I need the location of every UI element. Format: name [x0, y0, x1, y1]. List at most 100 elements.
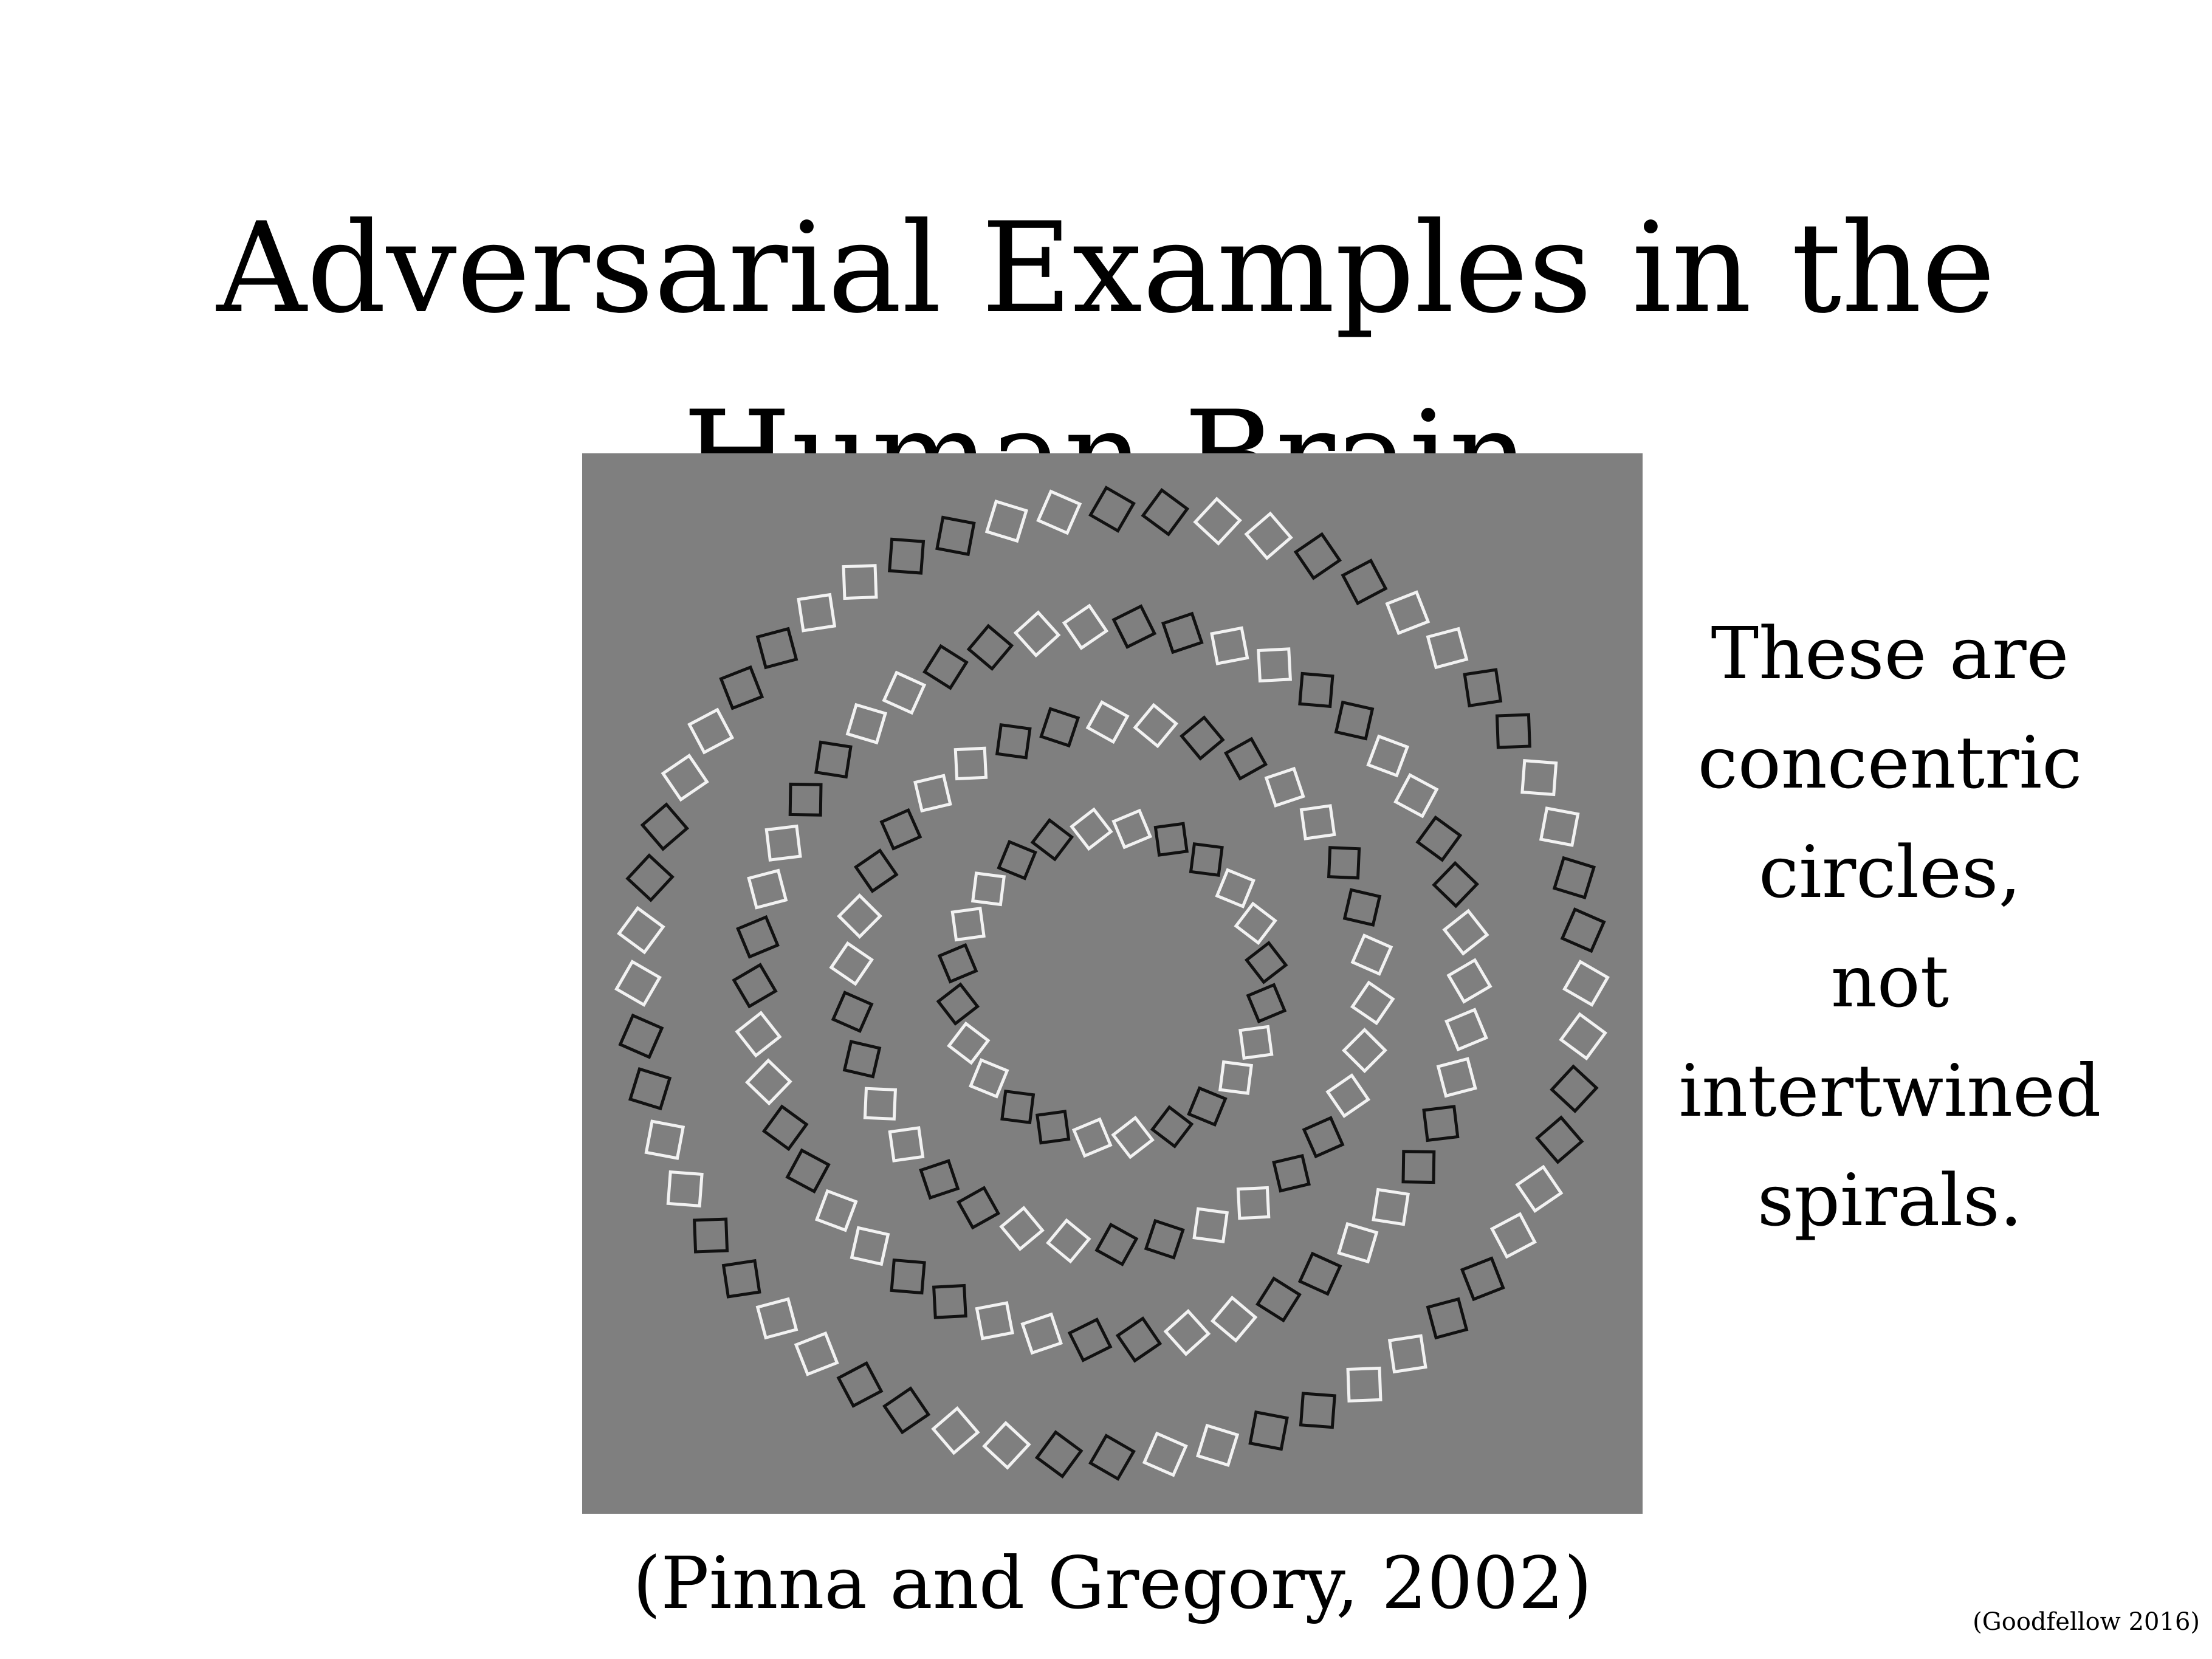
dark-outlined-square — [1141, 488, 1190, 537]
light-outlined-square — [969, 1058, 1009, 1099]
dark-outlined-square — [890, 1258, 926, 1295]
dark-outlined-square — [721, 1259, 761, 1299]
light-outlined-square — [1299, 804, 1336, 840]
light-outlined-square — [794, 1331, 839, 1376]
dark-outlined-square — [1272, 1153, 1311, 1193]
dark-outlined-square — [755, 627, 799, 670]
light-outlined-square — [1192, 1207, 1229, 1244]
dark-outlined-square — [1150, 1105, 1194, 1149]
slide-title-line: Adversarial Examples in the — [216, 196, 1996, 342]
light-outlined-square — [950, 907, 986, 942]
light-outlined-square — [1444, 1008, 1488, 1052]
dark-outlined-square — [1244, 941, 1288, 984]
dark-outlined-square — [1030, 818, 1074, 862]
dark-outlined-square — [1180, 715, 1225, 761]
dark-outlined-square — [922, 644, 969, 690]
light-outlined-square — [947, 1021, 991, 1065]
light-outlined-square — [1163, 1309, 1211, 1356]
light-outlined-square — [1366, 734, 1410, 778]
light-outlined-square — [837, 893, 882, 939]
light-outlined-square — [1264, 766, 1305, 808]
dark-outlined-square — [1039, 707, 1080, 748]
dark-outlined-square — [1550, 1064, 1599, 1113]
light-outlined-square — [666, 1170, 704, 1207]
dark-outlined-square — [836, 1361, 884, 1408]
dark-outlined-square — [1463, 668, 1503, 708]
light-outlined-square — [745, 1058, 792, 1106]
light-outlined-square — [735, 1011, 782, 1058]
dark-outlined-square — [1115, 1316, 1163, 1363]
light-outlined-square — [1085, 700, 1130, 744]
dark-outlined-square — [919, 1159, 960, 1200]
side-note-line: circles, — [1759, 830, 2021, 914]
light-outlined-square — [863, 1087, 898, 1121]
light-outlined-square — [1257, 647, 1293, 683]
dark-outlined-square — [1161, 611, 1204, 654]
dark-outlined-square — [1088, 1434, 1136, 1481]
light-outlined-square — [614, 960, 662, 1007]
illusion-rings — [614, 486, 1610, 1481]
light-outlined-square — [1559, 1012, 1607, 1061]
dark-outlined-square — [1334, 700, 1375, 741]
light-outlined-square — [755, 1297, 799, 1340]
light-outlined-square — [1325, 1073, 1371, 1118]
dark-outlined-square — [1426, 1297, 1469, 1340]
dark-outlined-square — [888, 537, 926, 575]
light-outlined-square — [1210, 1295, 1258, 1343]
light-outlined-square — [845, 702, 888, 745]
light-outlined-square — [1111, 1115, 1155, 1159]
dark-outlined-square — [882, 1386, 931, 1435]
dark-outlined-square — [1246, 983, 1287, 1024]
dark-outlined-square — [1111, 604, 1157, 649]
dark-outlined-square — [814, 740, 853, 779]
dark-outlined-square — [995, 723, 1032, 760]
light-outlined-square — [1215, 868, 1255, 908]
dark-outlined-square — [1187, 1086, 1228, 1127]
light-outlined-square — [1111, 808, 1153, 850]
light-outlined-square — [931, 1406, 980, 1455]
light-outlined-square — [888, 1126, 925, 1163]
light-outlined-square — [1562, 960, 1610, 1007]
side-note-line: intertwined — [1678, 1049, 2101, 1133]
light-outlined-square — [1193, 496, 1242, 546]
dark-outlined-square — [1297, 1251, 1342, 1296]
dark-outlined-square — [935, 515, 976, 557]
dark-outlined-square — [932, 1283, 967, 1319]
dark-outlined-square — [1144, 1218, 1185, 1260]
light-outlined-square — [970, 871, 1006, 907]
illusion-drawing — [582, 453, 1643, 1514]
dark-outlined-square — [1460, 1256, 1505, 1302]
light-outlined-square — [1218, 1060, 1254, 1095]
side-note-line: not — [1830, 939, 1949, 1023]
light-outlined-square — [1372, 1187, 1410, 1226]
light-outlined-square — [1442, 908, 1489, 956]
dark-outlined-square — [997, 840, 1037, 881]
light-outlined-square — [1062, 603, 1109, 650]
dark-outlined-square — [1255, 1276, 1302, 1323]
light-outlined-square — [1515, 1164, 1564, 1214]
light-outlined-square — [644, 1119, 685, 1160]
light-outlined-square — [1234, 901, 1277, 946]
dark-outlined-square — [1422, 1105, 1460, 1142]
light-outlined-square — [842, 564, 878, 600]
dark-outlined-square — [1293, 532, 1342, 580]
light-outlined-square — [1142, 1431, 1188, 1477]
light-outlined-square — [1393, 772, 1439, 819]
dark-outlined-square — [1495, 713, 1531, 749]
light-outlined-square — [1385, 590, 1431, 636]
dark-outlined-square — [719, 665, 764, 710]
light-outlined-square — [1426, 627, 1469, 670]
light-outlined-square — [747, 868, 788, 910]
dark-outlined-square — [625, 853, 675, 902]
dark-outlined-square — [1189, 842, 1224, 878]
light-outlined-square — [1436, 1057, 1477, 1098]
light-outlined-square — [1020, 1312, 1063, 1355]
dark-outlined-square — [1088, 486, 1136, 533]
light-outlined-square — [882, 670, 927, 715]
dark-outlined-square — [1000, 1089, 1036, 1125]
light-outlined-square — [1133, 702, 1179, 749]
dark-outlined-square — [1223, 737, 1268, 781]
dark-outlined-square — [1067, 1317, 1113, 1362]
light-outlined-square — [999, 1206, 1045, 1251]
side-note-line: These are — [1711, 611, 2069, 695]
